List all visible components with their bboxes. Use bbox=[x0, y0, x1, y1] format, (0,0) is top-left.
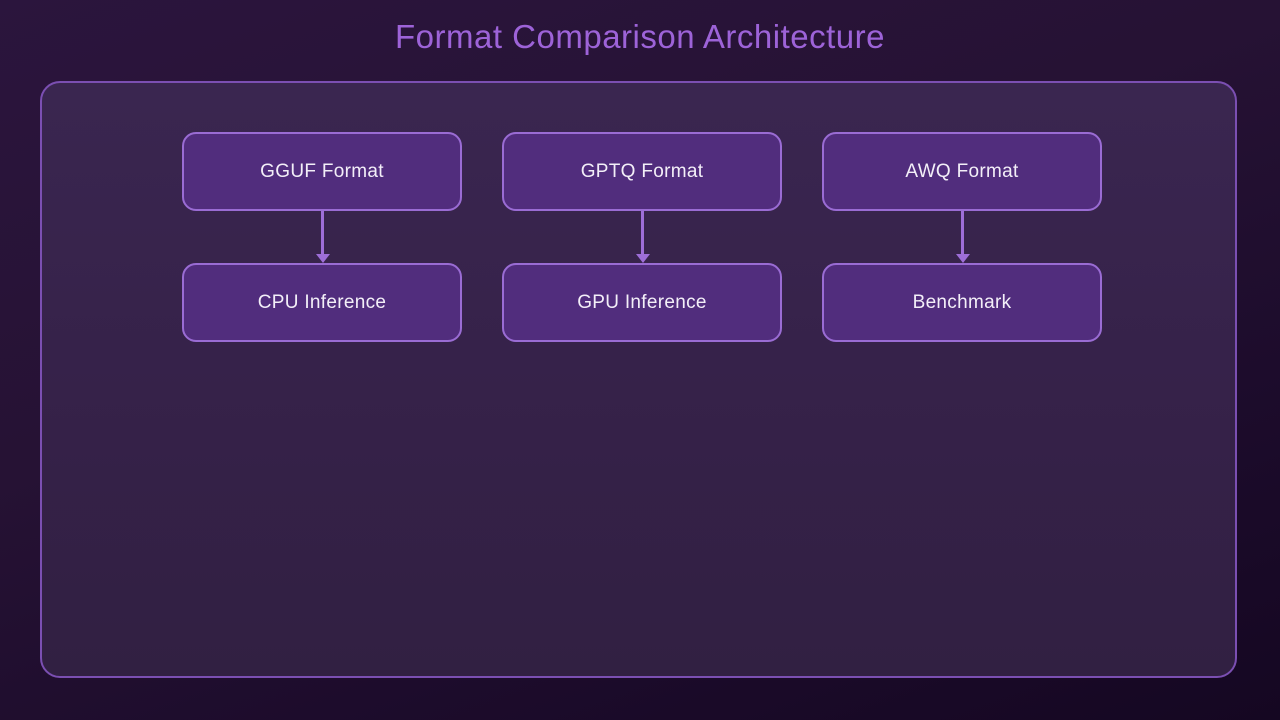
node-label: GPU Inference bbox=[577, 291, 707, 313]
diagram-panel: GGUF Format GPTQ Format AWQ Format CPU I… bbox=[40, 81, 1237, 678]
arrow-head-icon bbox=[635, 254, 650, 263]
node-label: CPU Inference bbox=[257, 291, 387, 313]
node-label: GGUF Format bbox=[260, 160, 384, 182]
page-title: Format Comparison Architecture bbox=[394, 18, 885, 55]
node-cpu-inference: CPU Inference bbox=[182, 263, 462, 342]
node-label: AWQ Format bbox=[905, 160, 1019, 182]
node-benchmark: Benchmark bbox=[822, 263, 1102, 342]
arrow-gptq-to-gpu bbox=[634, 211, 650, 263]
node-label: GPTQ Format bbox=[580, 160, 704, 182]
arrow-head-icon bbox=[955, 254, 970, 263]
arrow-shaft bbox=[321, 211, 324, 255]
node-label: Benchmark bbox=[912, 291, 1012, 313]
arrow-gguf-to-cpu bbox=[314, 211, 330, 263]
arrow-awq-to-benchmark bbox=[954, 211, 970, 263]
arrow-shaft bbox=[641, 211, 644, 255]
node-gptq-format: GPTQ Format bbox=[502, 132, 782, 211]
node-gguf-format: GGUF Format bbox=[182, 132, 462, 211]
arrow-shaft bbox=[961, 211, 964, 255]
node-gpu-inference: GPU Inference bbox=[502, 263, 782, 342]
arrow-head-icon bbox=[315, 254, 330, 263]
node-awq-format: AWQ Format bbox=[822, 132, 1102, 211]
